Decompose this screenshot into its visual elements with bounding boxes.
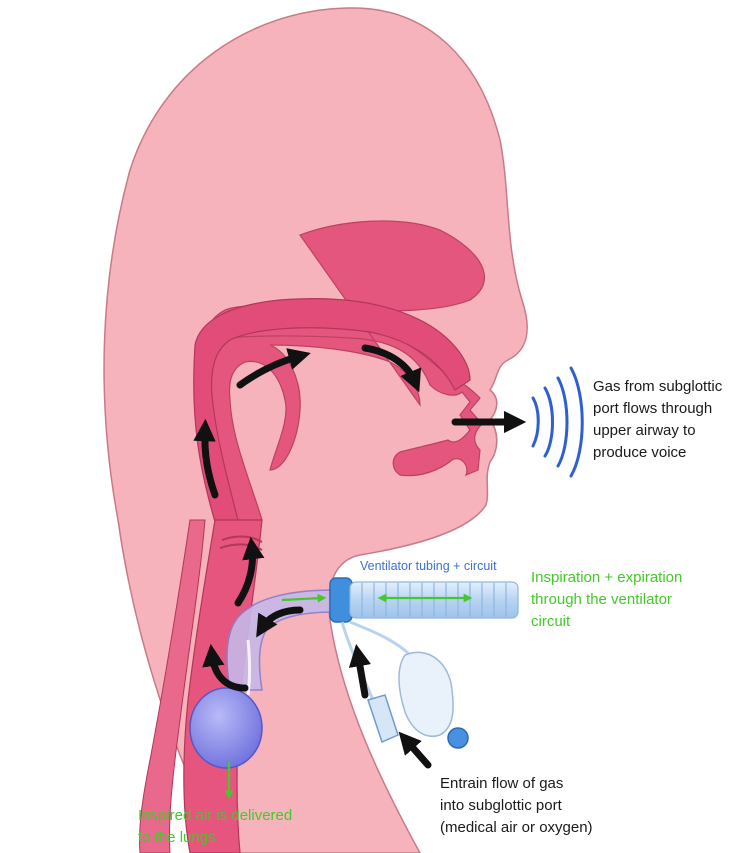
entrain-label: Entrain flow of gas into subglottic port… (440, 775, 593, 836)
pilot-balloon (398, 651, 454, 737)
pilot-valve (447, 727, 469, 749)
flow-arrow (361, 344, 422, 393)
flow-arrow (236, 348, 311, 389)
flow-arrow (234, 536, 265, 607)
flow-arrow (202, 643, 249, 692)
flow-arrow (348, 643, 371, 699)
tube-connector (329, 577, 353, 623)
green-arrows (224, 593, 473, 800)
pharynx (193, 298, 471, 523)
flow-arrow (256, 606, 304, 638)
tubing-label: Ventilator tubing + circuit (360, 559, 497, 573)
voice-waves (531, 366, 584, 478)
tube-cuff (189, 687, 263, 769)
voice-label: Gas from subglottic port flows through u… (593, 378, 723, 461)
lungs-label: Inspired air is delivered to the lungs (138, 807, 293, 846)
subglottic-port (367, 694, 399, 744)
flow-arrow (193, 418, 219, 499)
circuit-label: Inspiration + expiration through the ven… (531, 569, 683, 630)
inner-tube-arrow (281, 593, 327, 603)
pilot-line (349, 620, 412, 657)
airflow-arrows (193, 344, 527, 769)
flow-arrow (398, 731, 432, 769)
